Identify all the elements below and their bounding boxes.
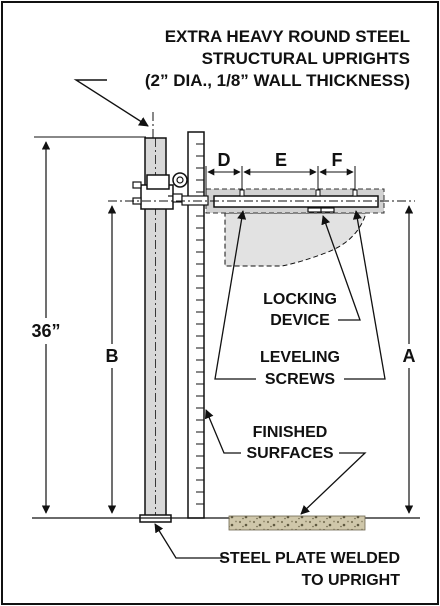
steel-plate-leader [154, 523, 228, 559]
dimension-b-label: B [106, 346, 119, 366]
leveling-screws-leader-right [344, 210, 386, 380]
leveling-screws-leader-left [214, 210, 256, 380]
dimension-e-label: E [275, 150, 287, 170]
title-leader [73, 79, 149, 127]
locking-device-label-2: DEVICE [270, 312, 330, 329]
finished-surfaces-label-1: FINISHED [253, 424, 328, 441]
title-line-2: STRUCTURAL UPRIGHTS [202, 49, 410, 68]
dimension-def [205, 166, 358, 197]
locking-device-label-1: LOCKING [263, 291, 337, 308]
title-line-1: EXTRA HEAVY ROUND STEEL [165, 27, 410, 46]
leveling-screws-label-1: LEVELING [260, 349, 340, 366]
leveling-screws-label-2: SCREWS [265, 371, 336, 388]
locking-knob [172, 172, 188, 188]
panel-notches [196, 143, 204, 505]
finished-surface-floor [228, 515, 366, 531]
title-line-3: (2” DIA., 1/8” WALL THICKNESS) [145, 71, 410, 90]
finished-surfaces-leader-panel [204, 409, 241, 454]
shelf-shadow [224, 212, 367, 267]
locking-device-leader [321, 215, 361, 321]
finished-surface-panel [187, 131, 205, 519]
steel-plate-label-2: TO UPRIGHT [302, 572, 401, 589]
steel-plate-label-1: STEEL PLATE WELDED [219, 550, 400, 567]
finished-surfaces-leader-floor [300, 452, 367, 515]
dimension-a-label: A [403, 346, 416, 366]
dimension-d-label: D [218, 150, 231, 170]
dimension-36-label: 36” [31, 321, 60, 341]
finished-surfaces-label-2: SURFACES [246, 445, 333, 462]
dimension-f-label: F [332, 150, 343, 170]
